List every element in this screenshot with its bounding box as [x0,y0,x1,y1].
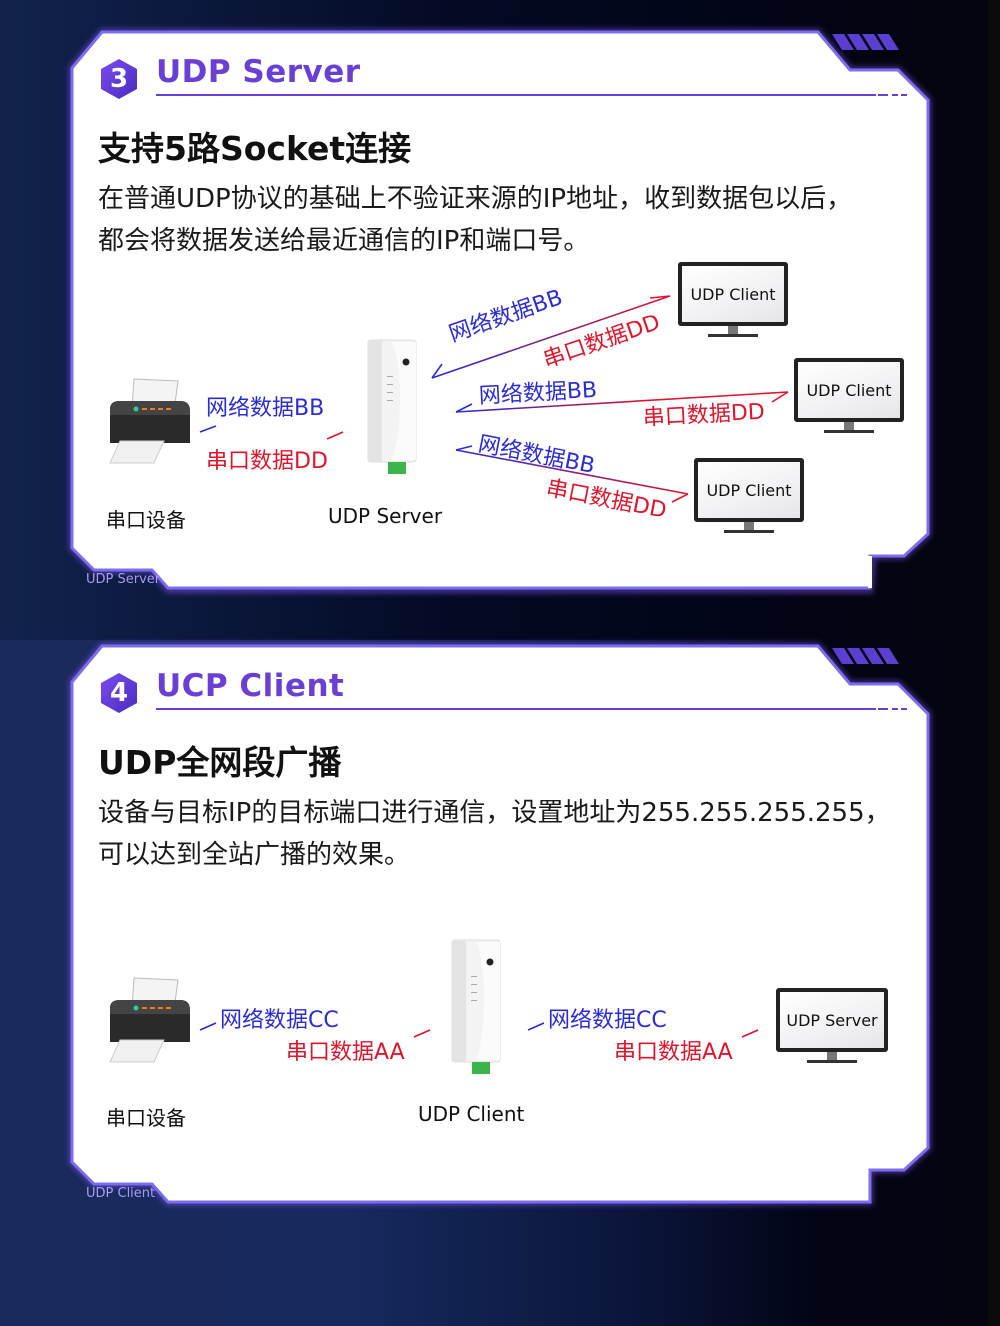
network-data-label: 网络数据CC [220,1008,339,1033]
bidirectional-arrow-remote-3 [455,445,689,503]
module-caption: UDP Server [328,504,443,528]
monitor-stand [844,422,854,430]
monitor-base [824,430,874,433]
monitor-stand [827,1052,837,1060]
title-underline-dash [901,94,907,96]
section-number-badge: 3 [100,58,138,100]
title-underline-dash [892,94,898,96]
bidirectional-arrow [199,425,344,440]
description-line: 设备与目标IP的目标端口进行通信，设置地址为255.255.255.255， [98,798,891,828]
bidirectional-arrow [199,1022,431,1038]
serial-server-module-icon [451,939,501,1074]
section-description: 在普通UDP协议的基础上不验证来源的IP地址，收到数据包以后， 都会将数据发送给… [98,178,928,262]
peer-label: UDP Client [706,480,792,500]
serial-data-label: 串口数据AA [286,1040,405,1065]
description-line: 可以达到全站广播的效果。 [98,840,411,870]
section-title: UCP Client [156,668,345,704]
monitor-screen: UDP Server [776,988,888,1052]
printer-icon [109,378,190,464]
footer-tag: UDP Server [86,572,161,587]
serial-device-caption: 串口设备 [106,1106,186,1130]
section-number-badge: 4 [100,672,138,714]
section-heading: 支持5路Socket连接 [98,129,412,168]
peer-label: UDP Server [786,1010,878,1030]
section-number: 3 [109,64,129,94]
network-data-label-remote-1: 网络数据CC [548,1008,667,1033]
printer-icon [109,977,190,1063]
monitor-base [807,1060,857,1063]
description-line: 都会将数据发送给最近通信的IP和端口号。 [98,226,590,256]
serial-data-label-remote-2: 串口数据DD [642,399,766,431]
network-data-label: 网络数据BB [206,396,325,421]
bidirectional-arrow-remote-1 [527,1022,759,1038]
bidirectional-arrow-remote-1 [431,295,671,379]
section-heading: UDP全网段广播 [98,743,342,782]
peer-label: UDP Client [806,380,892,400]
hexagon-icon [101,673,137,713]
title-underline-dash [901,708,907,710]
footer-tag: UDP Client [86,1186,156,1201]
serial-server-module-icon [367,339,417,474]
monitor-base [708,334,758,337]
section-description: 设备与目标IP的目标端口进行通信，设置地址为255.255.255.255， 可… [98,792,928,876]
background-edge-strip [988,0,1000,1326]
card-frame [69,29,931,593]
serial-data-label-remote-1: 串口数据AA [614,1040,733,1065]
section-number: 4 [109,678,129,708]
monitor-screen: UDP Client [678,262,788,326]
corner-stripes [832,34,899,50]
title-underline [156,94,876,96]
title-underline [156,708,876,710]
section-udp-server: 3 UDP Server 支持5路Socket连接 在普通UDP协议的基础上不验… [69,29,932,593]
title-underline-dash [878,708,888,710]
card-frame [69,643,931,1205]
monitor-stand [744,522,754,530]
serial-data-label: 串口数据DD [206,449,328,474]
peer-label: UDP Client [690,284,776,304]
title-underline-dash [892,708,898,710]
monitor-screen: UDP Client [794,358,904,422]
title-underline-dash [878,94,888,96]
section-title: UDP Server [156,54,361,90]
bidirectional-arrow-remote-2 [455,391,789,413]
monitor-screen: UDP Client [694,458,804,522]
network-data-label-remote-2: 网络数据BB [478,377,598,409]
corner-stripes [832,648,899,664]
monitor-base [724,530,774,533]
section-udp-client: 4 UCP Client UDP全网段广播 设备与目标IP的目标端口进行通信，设… [69,643,932,1206]
hexagon-icon [101,59,137,99]
monitor-stand [728,326,738,334]
module-caption: UDP Client [418,1102,525,1126]
description-line: 在普通UDP协议的基础上不验证来源的IP地址，收到数据包以后， [98,184,853,214]
serial-device-caption: 串口设备 [106,508,186,532]
